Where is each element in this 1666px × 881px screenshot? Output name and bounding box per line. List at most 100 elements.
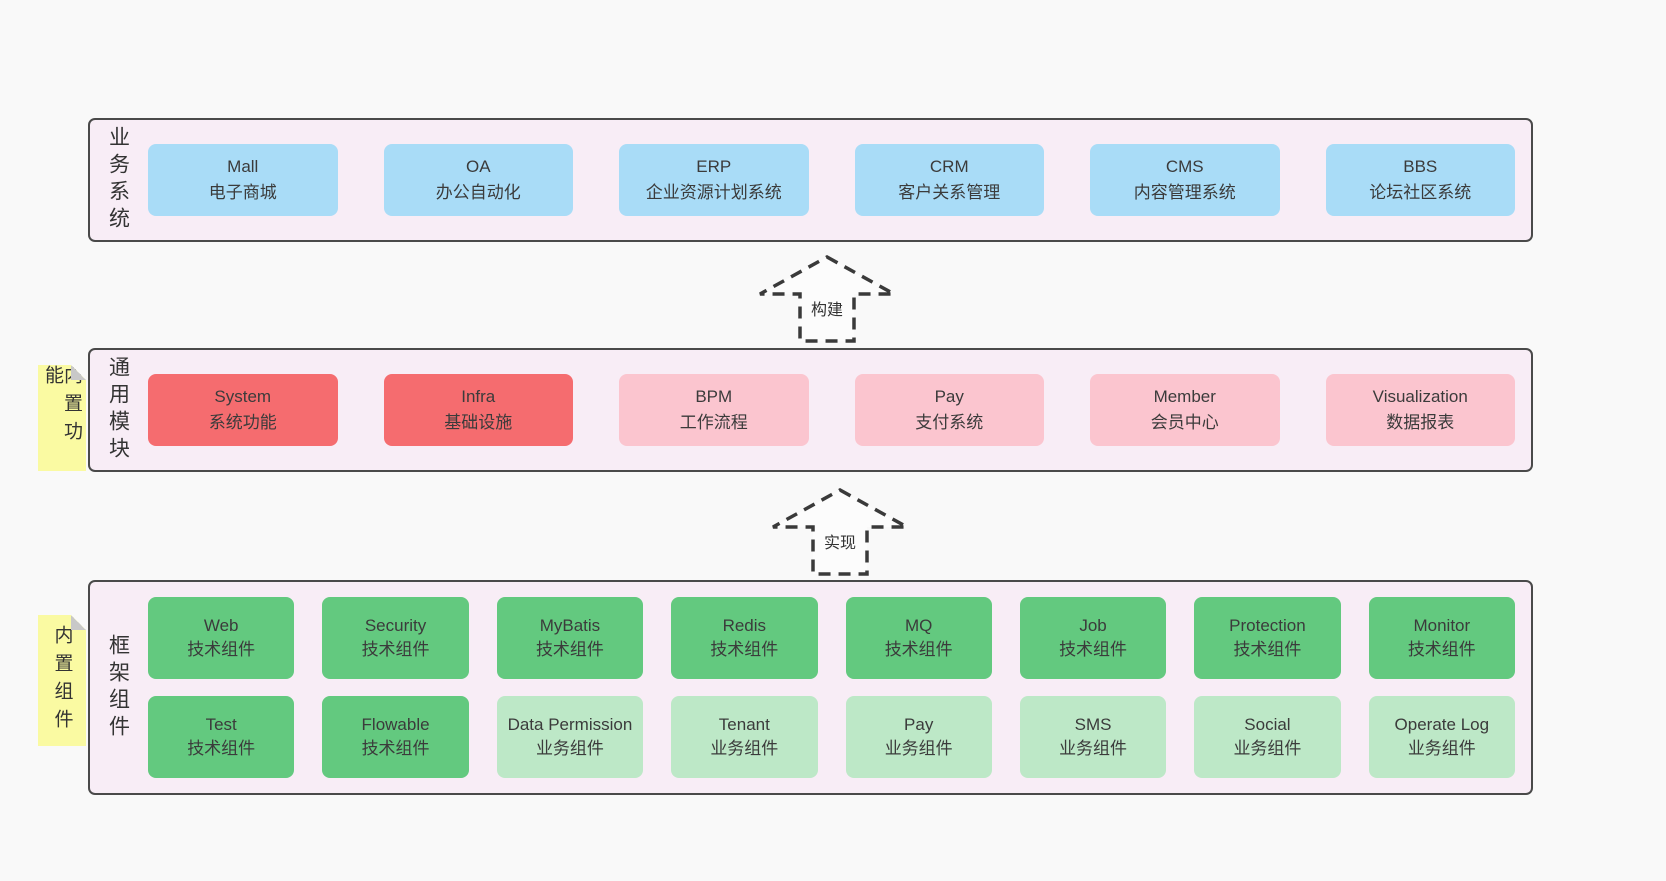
folded-corner-icon [71,615,86,630]
box-subtitle: 业务组件 [535,739,604,758]
box-sms: SMS 业务组件 [1019,696,1167,778]
box-pay-module: Pay 支付系统 [854,374,1044,446]
arrow-implement: 实现 [770,487,910,579]
box-subtitle: 技术组件 [1407,640,1476,659]
box-subtitle: 业务组件 [1233,739,1302,758]
box-bpm: BPM 工作流程 [619,374,809,446]
box-crm: CRM 客户关系管理 [854,144,1044,216]
box-cms: CMS 内容管理系统 [1090,144,1280,216]
box-title: OA [465,156,491,176]
box-subtitle: 技术组件 [884,640,953,659]
box-flowable: Flowable 技术组件 [322,696,469,778]
box-title: Member [1153,386,1216,406]
box-social: Social 业务组件 [1194,696,1341,778]
box-infra: Infra 基础设施 [383,374,573,446]
box-title: Web [203,616,239,636]
box-title: Tenant [718,715,770,735]
box-title: Job [1079,616,1107,636]
box-test: Test 技术组件 [148,696,295,778]
box-subtitle: 业务组件 [1059,739,1128,758]
band-components-label: 框架组件 [90,582,146,793]
box-subtitle: 论坛社区系统 [1369,183,1472,202]
box-subtitle: 技术组件 [710,640,779,659]
box-title: Infra [461,386,496,406]
box-member: Member 会员中心 [1090,374,1280,446]
box-title: Mall [227,156,259,176]
box-redis: Redis 技术组件 [671,597,818,679]
band-modules-label-text: 通用模块 [106,356,130,464]
box-data-permission: Data Permission 业务组件 [496,696,644,778]
box-title: Social [1244,715,1291,735]
box-security: Security 技术组件 [322,597,469,679]
band-components-label-text: 框架组件 [106,633,130,742]
box-title: Monitor [1413,616,1471,636]
box-title: BPM [695,386,733,406]
box-title: ERP [696,156,732,176]
box-subtitle: 技术组件 [1059,640,1128,659]
component-row-1: Web 技术组件 Security 技术组件 MyBatis 技术组件 Redi… [148,597,1515,679]
box-title: Data Permission [507,715,633,735]
box-subtitle: 支付系统 [915,413,984,432]
box-subtitle: 会员中心 [1150,413,1219,432]
box-title: CRM [929,156,969,176]
box-mq: MQ 技术组件 [845,597,992,679]
box-erp: ERP 企业资源计划系统 [619,144,809,216]
arrow-implement-label: 实现 [820,529,860,553]
box-subtitle: 业务组件 [1407,739,1476,758]
box-oa: OA 办公自动化 [383,144,573,216]
box-web: Web 技术组件 [148,597,295,679]
sticky-built-in-features: 内置功能 [38,365,86,471]
box-visualization: Visualization 数据报表 [1325,374,1515,446]
box-job: Job 技术组件 [1019,597,1167,679]
box-subtitle: 电子商城 [208,183,277,202]
box-title: Pay [934,386,964,406]
business-boxes: Mall 电子商城 OA 办公自动化 ERP 企业资源计划系统 CRM 客户关系… [146,120,1531,240]
box-subtitle: 业务组件 [884,739,953,758]
component-rows: Web 技术组件 Security 技术组件 MyBatis 技术组件 Redi… [146,582,1531,793]
box-subtitle: 技术组件 [187,640,256,659]
box-title: Pay [904,715,934,735]
box-subtitle: 技术组件 [361,640,430,659]
box-mall: Mall 电子商城 [148,144,338,216]
band-modules-label: 通用模块 [90,350,146,470]
box-subtitle: 技术组件 [361,739,430,758]
band-business-systems: 业务系统 Mall 电子商城 OA 办公自动化 ERP 企业资源计划系统 CRM… [88,118,1533,242]
sticky-built-in-components: 内置组件 [38,615,86,746]
box-title: MQ [904,616,933,636]
box-subtitle: 系统功能 [208,413,277,432]
box-system: System 系统功能 [148,374,338,446]
box-protection: Protection 技术组件 [1194,597,1341,679]
arrow-build: 构建 [757,254,897,346]
box-subtitle: 客户关系管理 [898,183,1001,202]
box-subtitle: 工作流程 [679,413,748,432]
folded-corner-icon [71,365,86,380]
box-operate-log: Operate Log 业务组件 [1368,696,1515,778]
box-subtitle: 数据报表 [1386,413,1455,432]
box-subtitle: 技术组件 [1233,640,1302,659]
box-subtitle: 技术组件 [187,739,256,758]
box-subtitle: 办公自动化 [435,183,521,202]
box-subtitle: 技术组件 [535,640,604,659]
box-title: SMS [1074,715,1112,735]
box-subtitle: 内容管理系统 [1133,183,1236,202]
box-title: BBS [1403,156,1438,176]
box-mybatis: MyBatis 技术组件 [496,597,644,679]
box-title: Visualization [1372,386,1468,406]
box-title: Test [205,715,237,735]
box-title: System [214,386,272,406]
band-business-label: 业务系统 [90,120,146,240]
box-title: Flowable [361,715,430,735]
band-framework-components: 框架组件 Web 技术组件 Security 技术组件 MyBatis 技术组件… [88,580,1533,795]
box-subtitle: 基础设施 [444,413,513,432]
band-common-modules: 通用模块 System 系统功能 Infra 基础设施 BPM 工作流程 Pay… [88,348,1533,472]
box-title: Redis [722,616,767,636]
box-title: Protection [1229,616,1306,636]
box-bbs: BBS 论坛社区系统 [1325,144,1515,216]
module-boxes: System 系统功能 Infra 基础设施 BPM 工作流程 Pay 支付系统… [146,350,1531,470]
box-subtitle: 业务组件 [710,739,779,758]
box-title: Security [364,616,427,636]
sticky-built-in-features-text: 内置功能 [42,365,82,449]
box-pay-component: Pay 业务组件 [845,696,992,778]
box-monitor: Monitor 技术组件 [1368,597,1515,679]
